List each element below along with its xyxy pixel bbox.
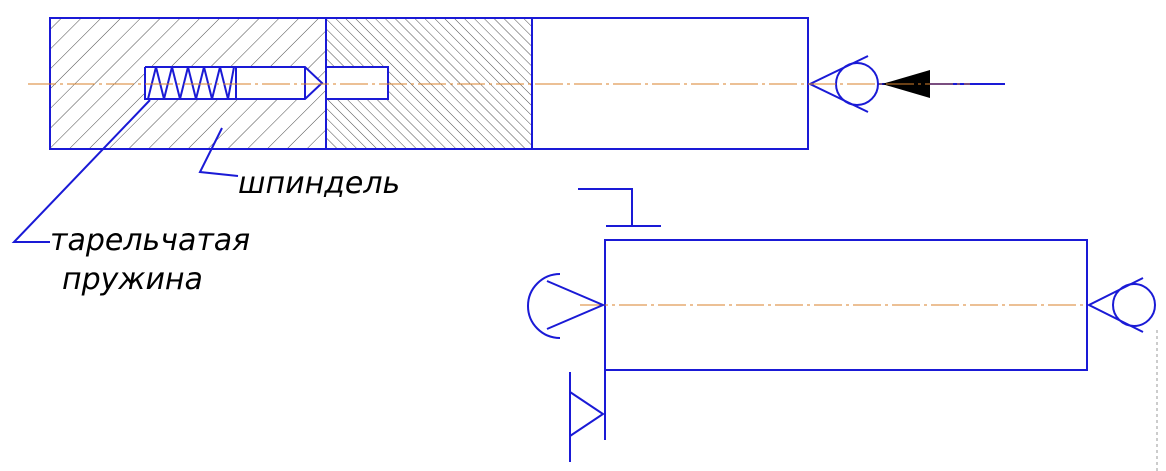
spindle-assembly <box>28 17 1005 150</box>
floating-center <box>144 66 324 100</box>
spindle-label: шпиндель <box>238 166 400 201</box>
left-center-symbol <box>527 273 606 339</box>
spring-label-line2: пружина <box>62 262 203 297</box>
adapter-bore <box>326 66 389 100</box>
workpiece-scheme <box>527 188 1158 471</box>
right-center-symbol <box>1086 277 1156 333</box>
spring-callout: тарельчатая пружина <box>11 99 250 297</box>
disc-spring <box>147 66 235 100</box>
bottom-stop-symbol <box>569 370 606 462</box>
spindle-callout: шпиндель <box>198 127 400 201</box>
top-support-symbol <box>578 188 661 227</box>
spring-label-line1: тарельчатая <box>50 223 250 258</box>
